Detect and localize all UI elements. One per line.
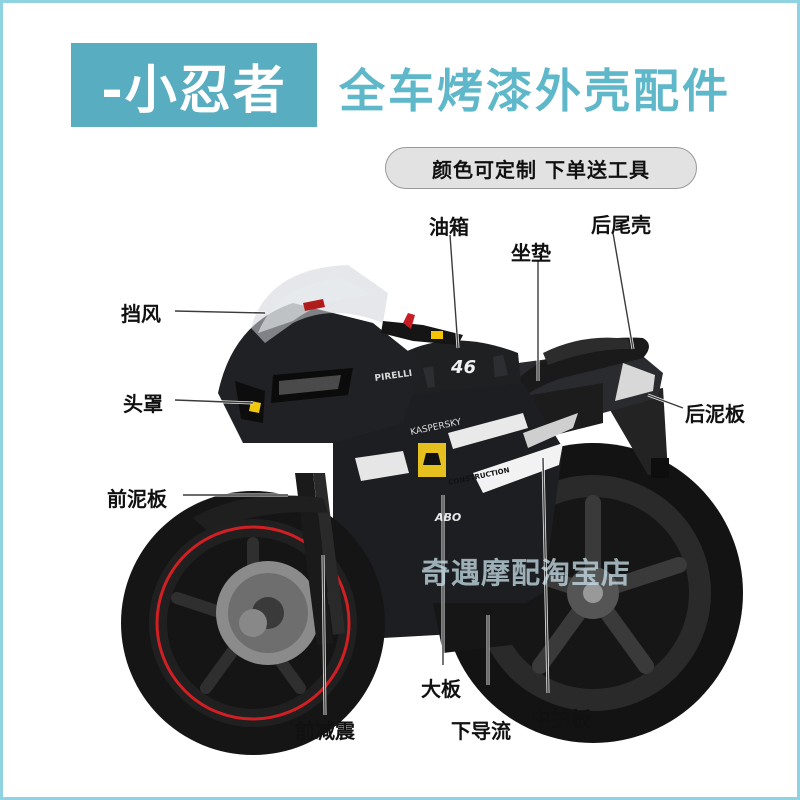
pill-text: 颜色可定制 下单送工具 <box>432 157 650 182</box>
label-headlight-cowl: 头罩 <box>123 392 163 416</box>
tank-number: 46 <box>450 357 476 378</box>
body-fairing <box>218 265 663 638</box>
abo-decal: ABO <box>434 511 461 524</box>
label-fuel-tank: 油箱 <box>429 215 469 239</box>
product-title: -小忍者 <box>101 60 287 121</box>
custom-color-pill: 颜色可定制 下单送工具 <box>385 147 697 189</box>
label-big-panel: 大板 <box>421 677 461 701</box>
label-front-fender: 前泥板 <box>107 487 167 511</box>
product-subtitle: 全车烤漆外壳配件 <box>339 64 731 118</box>
motorcycle-illustration: 46 PIRELLI KASPERSKY CONSTRUCTION ABO <box>121 232 743 755</box>
label-tail-shell: 后尾壳 <box>591 213 651 237</box>
label-seat: 坐垫 <box>511 241 551 265</box>
lower-deflector-part <box>433 603 528 653</box>
label-middle-guard: 中护板 <box>531 707 591 731</box>
front-fender-part <box>193 495 328 531</box>
label-front-shock: 前减震 <box>295 719 355 743</box>
label-lower-deflector: 下导流 <box>451 719 511 743</box>
label-windshield: 挡风 <box>121 302 161 326</box>
label-rear-fender: 后泥板 <box>685 402 745 426</box>
watermark-text: 奇遇摩配淘宝店 <box>421 556 632 590</box>
rear-fender-bracket <box>603 388 668 475</box>
title-banner: -小忍者 <box>71 43 317 127</box>
